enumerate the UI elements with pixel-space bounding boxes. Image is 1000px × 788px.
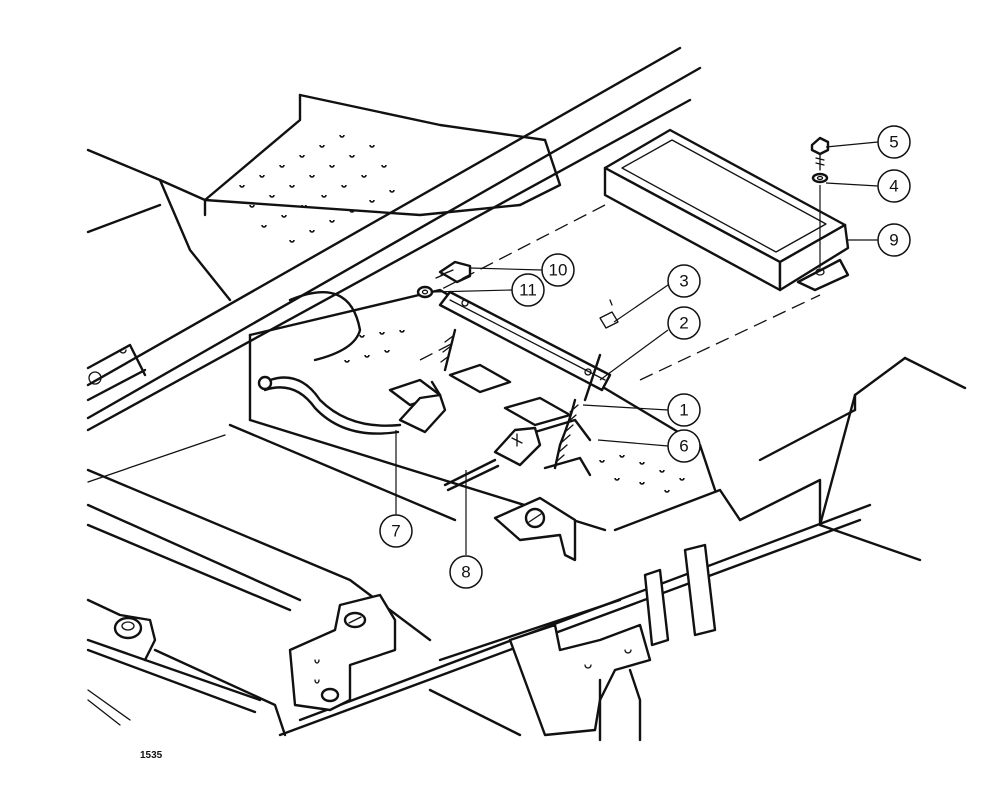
cover-fasteners xyxy=(810,136,830,268)
lower-brackets xyxy=(288,593,652,742)
svg-text:8: 8 xyxy=(461,563,470,582)
callout-8: 8 xyxy=(449,555,483,589)
battery-cable-negative xyxy=(443,426,542,492)
battery-cable-positive xyxy=(257,375,447,435)
svg-text:5: 5 xyxy=(889,133,898,152)
callout-9: 9 xyxy=(877,223,911,257)
hold-down-rods xyxy=(440,328,602,470)
svg-text:6: 6 xyxy=(679,437,688,456)
right-frame-rail xyxy=(738,356,967,562)
callout-leaders xyxy=(395,141,879,555)
callout-2: 2 xyxy=(667,306,701,340)
figure-number: 1535 xyxy=(140,750,163,761)
svg-text:1: 1 xyxy=(679,401,688,420)
callout-3: 3 xyxy=(667,264,701,298)
lower-crossmember xyxy=(86,468,872,737)
callout-11: 11 xyxy=(511,273,545,307)
callout-5: 5 xyxy=(877,125,911,159)
clamp-bar xyxy=(438,290,612,392)
svg-text:10: 10 xyxy=(549,261,568,280)
svg-text:7: 7 xyxy=(391,522,400,541)
callout-6: 6 xyxy=(667,429,701,463)
battery-cover xyxy=(603,128,850,292)
battery-tray xyxy=(228,288,717,532)
callout-7: 7 xyxy=(379,514,413,548)
svg-text:4: 4 xyxy=(889,177,898,196)
callout-1: 1 xyxy=(667,393,701,427)
svg-text:9: 9 xyxy=(889,231,898,250)
assembly-dash-lines xyxy=(419,204,821,381)
svg-text:3: 3 xyxy=(679,272,688,291)
upper-left-floor-section xyxy=(86,93,562,302)
svg-text:2: 2 xyxy=(679,314,688,333)
clamp-fasteners xyxy=(416,260,619,329)
perforation-pattern-upper xyxy=(239,134,395,243)
svg-text:11: 11 xyxy=(519,281,537,300)
lower-left-corner xyxy=(86,598,522,737)
callout-4: 4 xyxy=(877,169,911,203)
callout-10: 10 xyxy=(541,253,575,287)
main-frame-rails xyxy=(86,46,702,483)
mounting-bracket xyxy=(493,496,577,562)
